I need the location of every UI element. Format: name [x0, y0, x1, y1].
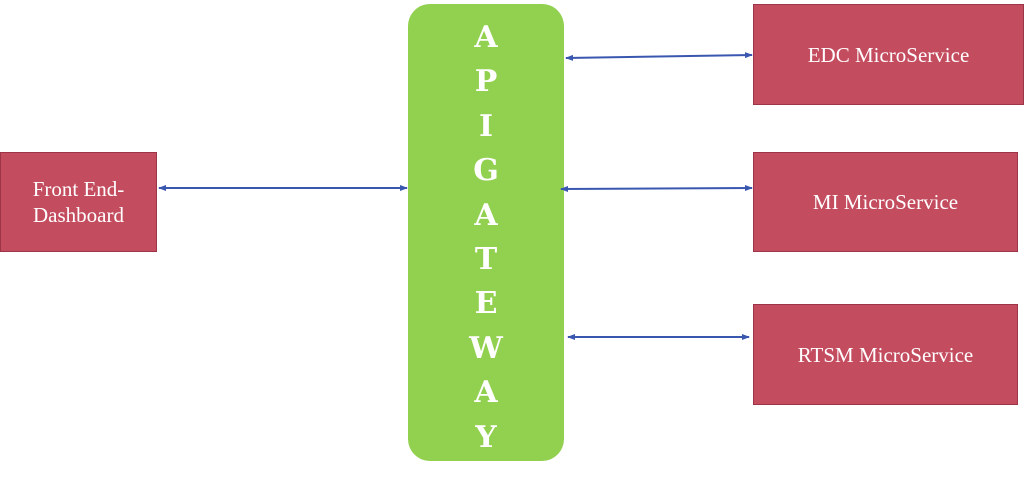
mi-microservice-box: MI MicroService: [753, 152, 1018, 252]
rtsm-microservice-box: RTSM MicroService: [753, 304, 1018, 405]
api-gateway-box: A P I G A T E W A Y: [408, 4, 564, 461]
gateway-letter: A: [474, 20, 498, 55]
arrow-gateway-mi: [560, 185, 753, 192]
gateway-letter: I: [478, 108, 494, 144]
front-end-dashboard-box: Front End-Dashboard: [0, 152, 157, 252]
gateway-letter: Y: [475, 419, 497, 455]
mi-microservice-label: MI MicroService: [812, 190, 959, 214]
gateway-letter: A: [474, 197, 498, 233]
gateway-letter: W: [469, 330, 503, 366]
front-end-label-line1: Front End-: [32, 177, 125, 201]
edc-microservice-label: EDC MicroService: [807, 42, 970, 67]
edc-microservice-box: EDC MicroService: [753, 4, 1024, 105]
gateway-letter: E: [474, 286, 498, 322]
gateway-letter: T: [474, 241, 498, 277]
gateway-letter: A: [474, 375, 498, 411]
arrow-gateway-edc: [565, 52, 753, 61]
front-end-label-line2: Dashboard: [33, 203, 124, 227]
api-gateway-label: A P I G A T E W A Y: [408, 20, 564, 464]
rtsm-microservice-label: RTSM MicroService: [797, 342, 974, 367]
gateway-letter: G: [473, 153, 499, 189]
gateway-letter: P: [474, 64, 498, 100]
